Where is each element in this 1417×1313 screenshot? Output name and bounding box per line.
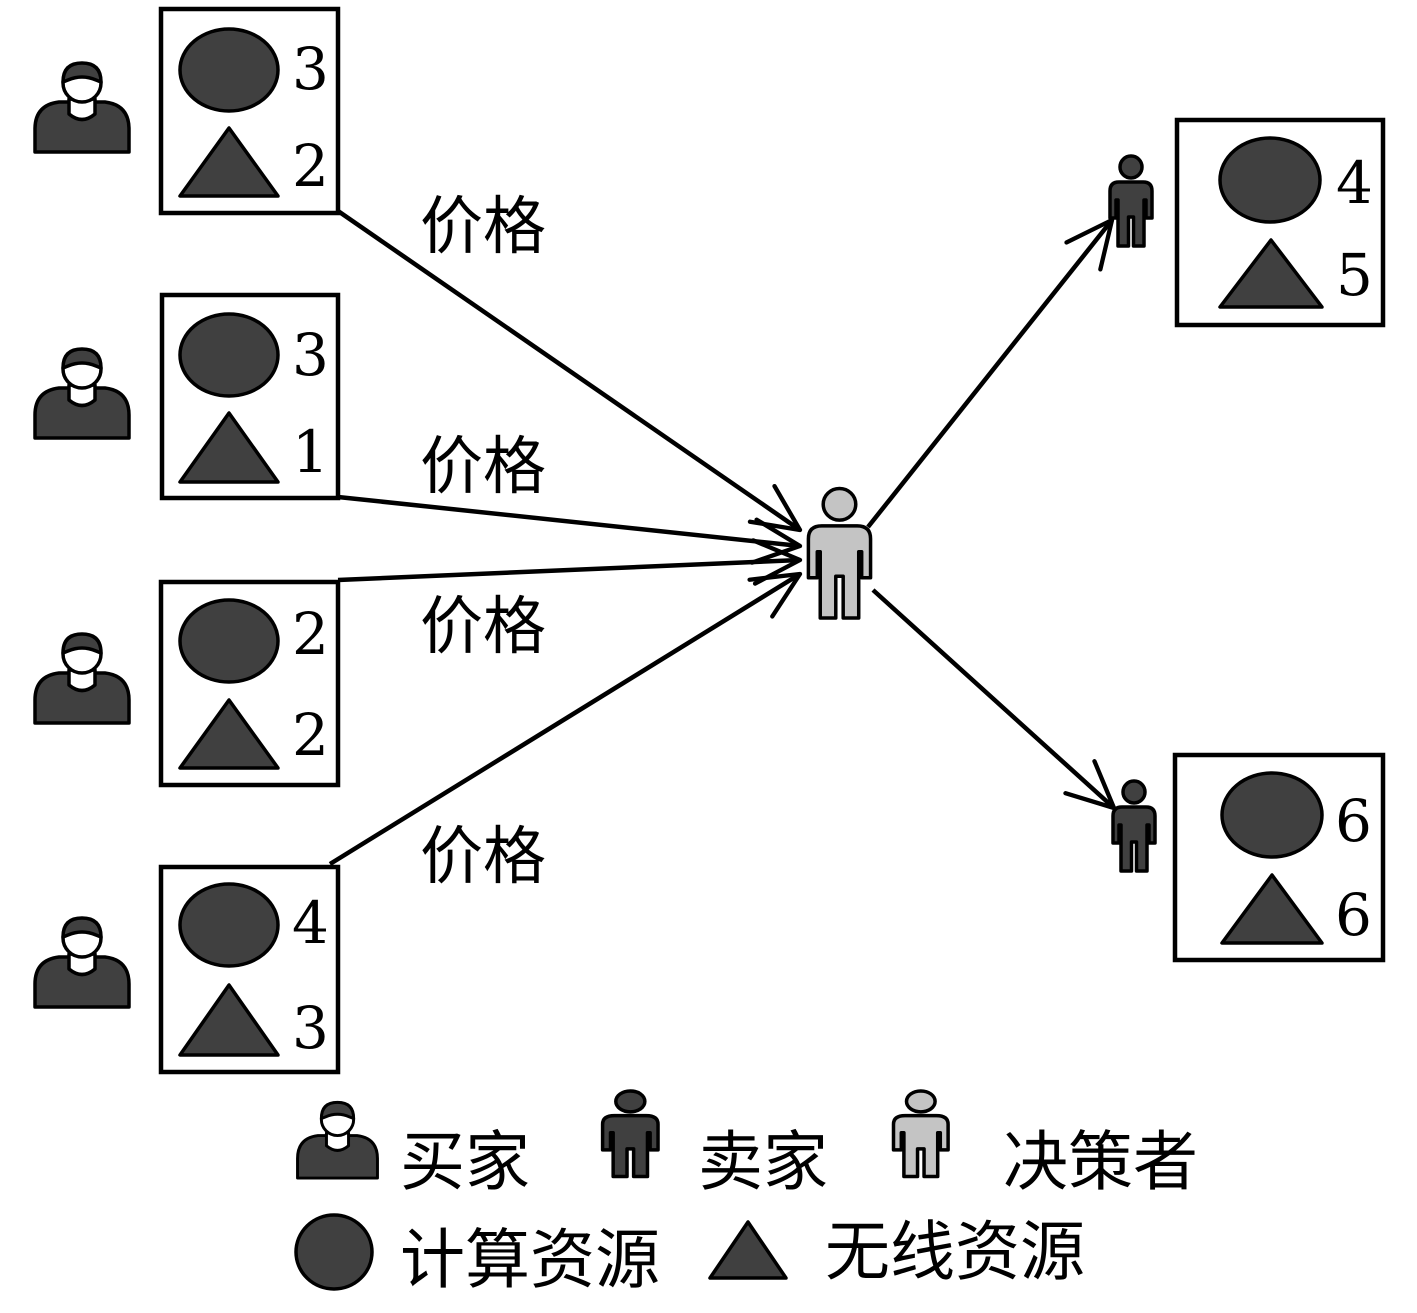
compute-resource-icon: [1220, 771, 1324, 859]
price-edge-4: [328, 571, 803, 866]
decision-maker-icon: [894, 1091, 949, 1177]
wireless-resource-icon: [178, 698, 280, 770]
price-edge-2: [337, 494, 803, 565]
wireless-resource-value: 3: [292, 994, 329, 1062]
wireless-resource-icon: [178, 411, 280, 484]
wireless-resource-icon: [178, 126, 280, 198]
wireless-resource-icon: [178, 983, 280, 1057]
icon-collar: [324, 1131, 351, 1152]
buyer-2: 3 1: [33, 292, 341, 501]
icon-body: [603, 1116, 658, 1177]
price-label-4: 价格: [420, 820, 546, 893]
icon-head: [1121, 779, 1147, 805]
buyer-icon: [33, 61, 131, 154]
icon-body: [33, 955, 131, 1009]
seller-icon: [603, 1091, 658, 1177]
icon-collar: [67, 952, 97, 977]
seller-icon: [1108, 154, 1154, 248]
legend-wireless-resource: 无线资源: [708, 1215, 1085, 1290]
compute-resource-icon: [178, 312, 280, 398]
decision-maker-icon: [808, 488, 870, 618]
compute-resource-value: 6: [1335, 787, 1372, 855]
wireless-resource-value: 6: [1335, 881, 1372, 949]
legend-compute-resource: 计算资源: [294, 1213, 660, 1298]
icon-body: [1108, 180, 1154, 248]
icon-body: [894, 1116, 949, 1177]
buyer-resource-box: 4 3: [158, 864, 341, 1075]
compute-resource-value: 3: [292, 35, 329, 103]
icon-cap: [319, 1100, 356, 1121]
icon-body: [296, 1134, 379, 1180]
wireless-resource-value: 1: [292, 418, 329, 486]
buyer-icon: [33, 347, 131, 440]
legend: 买家 卖家 决策者 计算资源 无线资源: [294, 1091, 1198, 1298]
price-label-2: 价格: [420, 430, 546, 503]
legend-seller-label: 卖家: [698, 1125, 828, 1200]
icon-body: [1111, 805, 1157, 873]
compute-resource-icon: [178, 27, 280, 113]
icon-body: [33, 386, 131, 440]
buyer-resource-box: 3 1: [159, 292, 341, 501]
legend-buyer-label: 买家: [400, 1125, 530, 1200]
compute-resource-icon: [178, 598, 280, 684]
icon-body: [33, 671, 131, 725]
seller-2: 6 6: [1111, 752, 1386, 963]
seller-edge-2: [871, 588, 1117, 811]
buyer-3: 2 2: [33, 579, 341, 788]
buyer-1: 3 2: [33, 6, 341, 216]
wireless-resource-icon: [1220, 873, 1324, 945]
buyer-icon: [33, 632, 131, 725]
legend-wireless-resource-label: 无线资源: [825, 1215, 1085, 1290]
legend-decision-maker: 决策者: [894, 1091, 1198, 1200]
compute-resource-icon: [178, 882, 280, 968]
legend-buyer: 买家: [296, 1100, 530, 1200]
compute-resource-value: 3: [292, 321, 329, 389]
compute-resource-icon: [1218, 136, 1322, 224]
wireless-resource-value: 2: [292, 132, 329, 200]
buyer-resource-box: 2 2: [158, 579, 341, 788]
icon-collar: [67, 668, 97, 693]
compute-resource-value: 2: [292, 600, 329, 668]
seller-edge-1: [866, 217, 1115, 529]
compute-resource-value: 4: [1336, 149, 1373, 217]
price-label-3: 价格: [420, 590, 546, 663]
seller-resource-box: 6 6: [1172, 752, 1386, 963]
wireless-resource-value: 5: [1336, 241, 1373, 309]
seller-1: 4 5: [1108, 117, 1386, 328]
icon-cap: [61, 61, 103, 84]
icon-cap: [61, 916, 103, 939]
triangle-icon: [708, 1220, 788, 1280]
icon-head: [907, 1091, 936, 1112]
compute-resource-value: 4: [292, 889, 329, 957]
price-edge-3: [337, 538, 803, 586]
seller-icon: [1111, 779, 1157, 873]
buyer-resource-box: 3 2: [158, 6, 341, 216]
icon-head: [616, 1091, 645, 1112]
icon-body: [808, 526, 870, 618]
price-edge-1: [336, 209, 803, 533]
legend-seller: 卖家: [603, 1091, 828, 1200]
legend-decision-maker-label: 决策者: [1003, 1125, 1198, 1200]
icon-body: [33, 100, 131, 154]
seller-resource-box: 4 5: [1174, 117, 1386, 328]
price-label-1: 价格: [420, 190, 546, 263]
buyer-icon: [33, 916, 131, 1009]
icon-head: [1118, 154, 1144, 180]
buyer-4: 4 3: [33, 864, 341, 1075]
buyer-icon: [296, 1100, 379, 1180]
icon-collar: [67, 383, 97, 408]
icon-collar: [67, 97, 97, 122]
legend-compute-resource-label: 计算资源: [400, 1223, 660, 1298]
wireless-resource-value: 2: [292, 701, 329, 769]
icon-cap: [61, 347, 103, 370]
wireless-resource-icon: [1218, 238, 1324, 309]
icon-head: [823, 488, 856, 520]
icon-cap: [61, 632, 103, 655]
ellipse-icon: [294, 1213, 374, 1291]
